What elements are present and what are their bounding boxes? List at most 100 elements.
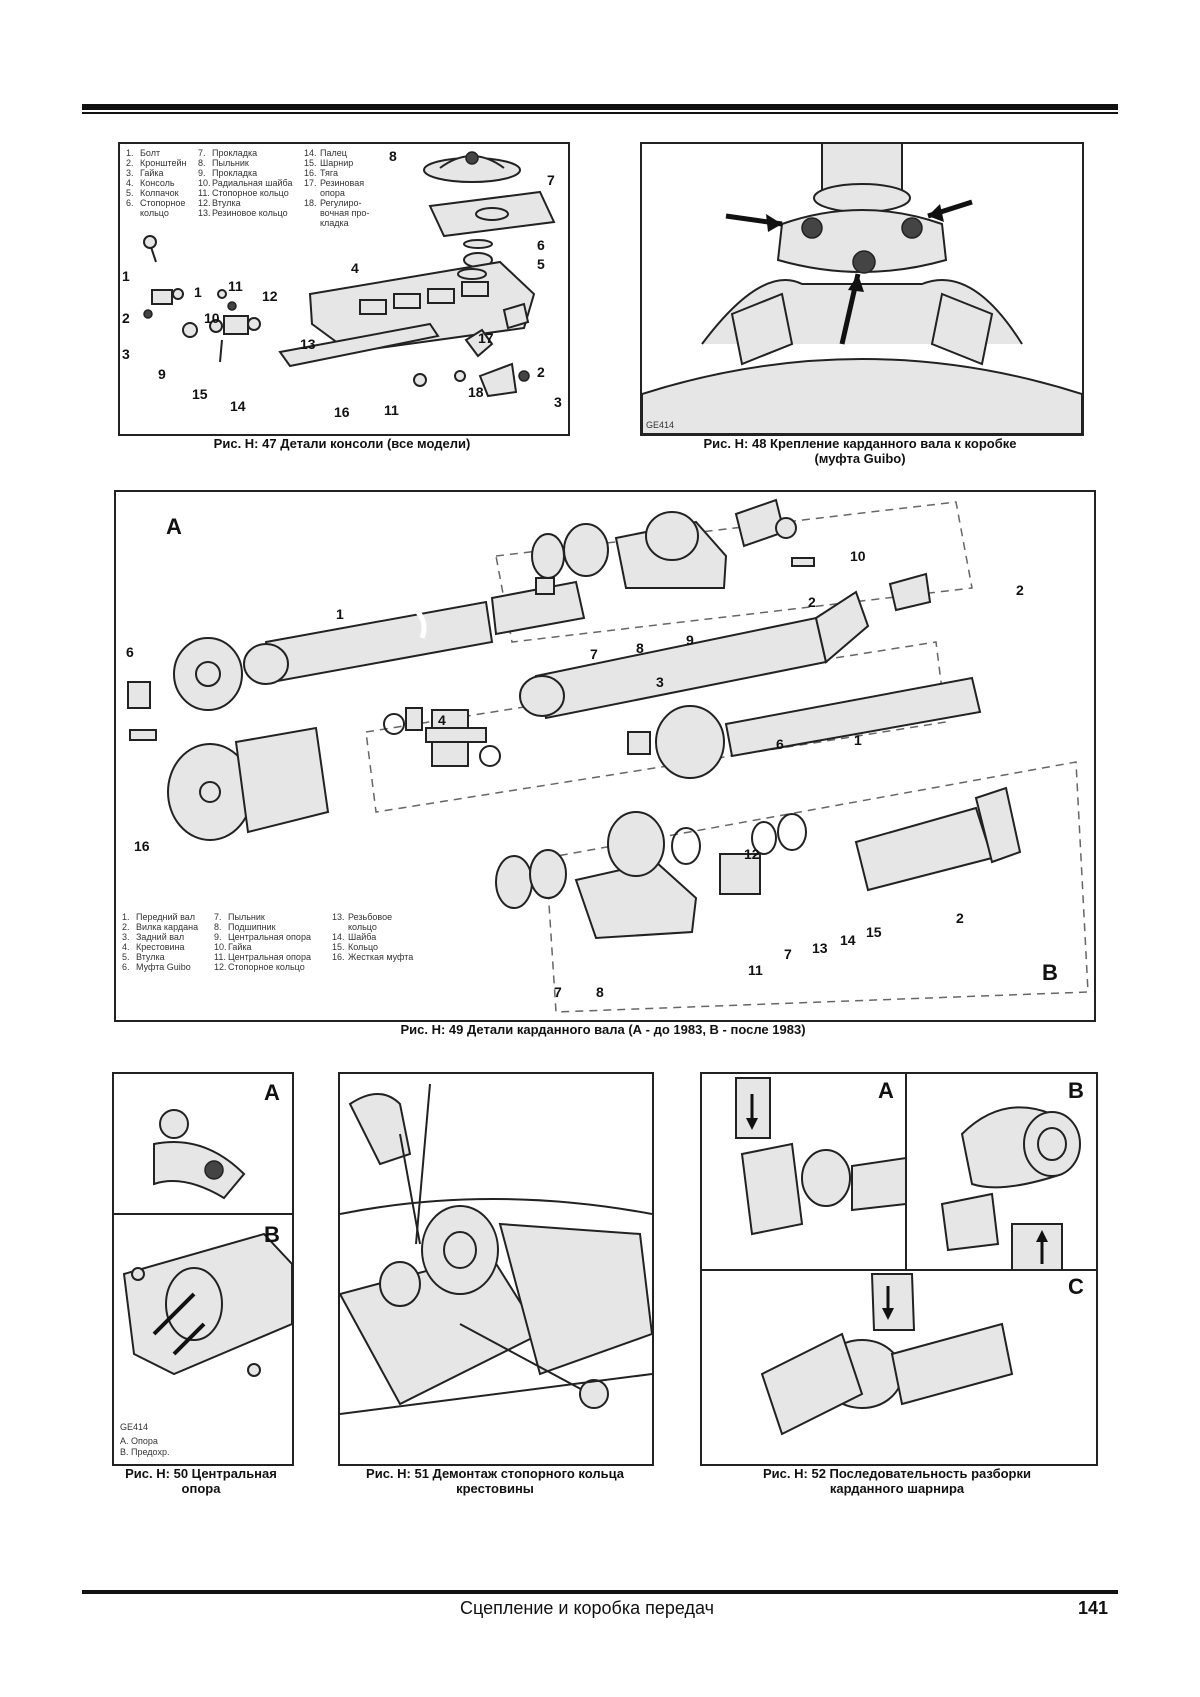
legend-text: Шарнир bbox=[320, 158, 354, 168]
legend-number: 1. bbox=[126, 148, 134, 158]
fig47-label-3b: 3 bbox=[554, 394, 562, 410]
legend-number: 5. bbox=[122, 952, 130, 962]
legend-number: 11. bbox=[214, 952, 226, 962]
legend-text: Колпачок bbox=[140, 188, 179, 198]
fig49-label-3: 3 bbox=[656, 674, 664, 690]
legend-number: 16. bbox=[332, 952, 345, 962]
top-rule bbox=[82, 104, 1118, 110]
fig50-legend-a: A. Опора bbox=[120, 1436, 158, 1446]
legend-number: 5. bbox=[126, 188, 134, 198]
legend-text: Подшипник bbox=[228, 922, 276, 932]
legend-text: Болт bbox=[140, 148, 161, 158]
bottom-rule bbox=[82, 1590, 1118, 1594]
fig49-label-13: 13 bbox=[812, 940, 828, 956]
legend-text: Прокладка bbox=[212, 168, 258, 178]
fig49-label-7c: 7 bbox=[554, 984, 562, 1000]
fig50-legend-b: B. Предохр. bbox=[120, 1447, 170, 1457]
legend-number: 8. bbox=[214, 922, 222, 932]
fig52-caption-line2: карданного шарнира bbox=[829, 1481, 965, 1496]
legend-number: 17. bbox=[304, 178, 317, 188]
legend-text: Муфта Guibo bbox=[136, 962, 191, 972]
fig47-label-4: 4 bbox=[351, 260, 359, 276]
page-number: 141 bbox=[1078, 1598, 1109, 1618]
fig49-label-11: 11 bbox=[748, 962, 763, 978]
legend-text: опора bbox=[320, 188, 345, 198]
fig48-caption-line2: (муфта Guibo) bbox=[814, 451, 906, 466]
legend-text: Втулка bbox=[212, 198, 241, 208]
fig47-label-3: 3 bbox=[122, 346, 130, 362]
legend-text: Регулиро- bbox=[320, 198, 362, 208]
figure-51 bbox=[338, 1072, 654, 1466]
fig47-label-10: 10 bbox=[204, 310, 220, 326]
fig49-label-10a: 10 bbox=[850, 548, 866, 564]
legend-text: Кронштейн bbox=[140, 158, 187, 168]
fig48-code: GE414 bbox=[646, 420, 675, 430]
fig49-label-8a: 8 bbox=[636, 640, 644, 656]
legend-text: Тяга bbox=[320, 168, 338, 178]
legend-number: 18. bbox=[304, 198, 317, 208]
legend-row: кладка bbox=[126, 218, 380, 228]
legend-text: Палец bbox=[320, 148, 347, 158]
fig52-letter-b: B bbox=[1068, 1078, 1084, 1103]
legend-text: Кольцо bbox=[348, 942, 379, 952]
fig47-label-2: 2 bbox=[122, 310, 130, 326]
fig47-label-13: 13 bbox=[300, 336, 316, 352]
fig49-label-14: 14 bbox=[840, 932, 856, 948]
legend-number: 6. bbox=[122, 962, 130, 972]
fig50-letter-a: A bbox=[264, 1080, 280, 1105]
fig48-drawing bbox=[642, 144, 1082, 434]
fig47-label-5: 5 bbox=[537, 256, 545, 272]
fig47-label-18: 18 bbox=[468, 384, 484, 400]
fig47-label-16: 16 bbox=[334, 404, 350, 420]
legend-number: 13. bbox=[332, 912, 345, 922]
figure-50: A B GE414 A. Опора B. Предохр. bbox=[112, 1072, 294, 1466]
fig49-label-1b: 1 bbox=[854, 732, 862, 748]
legend-number: 1. bbox=[122, 912, 130, 922]
legend-row: 5. Колпачок 11.Стопорное кольцо опора bbox=[126, 188, 380, 198]
fig50-letter-b: B bbox=[264, 1222, 280, 1247]
legend-number: 7. bbox=[214, 912, 222, 922]
legend-text: Стопорное кольцо bbox=[212, 188, 289, 198]
fig47-label-8: 8 bbox=[389, 148, 397, 164]
fig51-drawing bbox=[340, 1083, 652, 1415]
legend-text: кольцо bbox=[140, 208, 169, 218]
fig49-letter-a: A bbox=[166, 514, 182, 539]
legend-text: Резиновое кольцо bbox=[212, 208, 288, 218]
fig49-label-16: 16 bbox=[134, 838, 150, 854]
legend-number: 7. bbox=[198, 148, 206, 158]
legend-text: Гайка bbox=[140, 168, 164, 178]
fig47-drawing bbox=[143, 151, 556, 398]
legend-number: 11. bbox=[198, 188, 210, 198]
fig49-label-1a: 1 bbox=[336, 606, 344, 622]
fig47-label-9: 9 bbox=[158, 366, 166, 382]
legend-number: 13. bbox=[198, 208, 211, 218]
legend-text: Вилка кардана bbox=[136, 922, 199, 932]
legend-text: Центральная опора bbox=[228, 932, 311, 942]
legend-number: 12. bbox=[214, 962, 227, 972]
fig49-label-15: 15 bbox=[866, 924, 882, 940]
legend-text: кладка bbox=[320, 218, 349, 228]
legend-text: Передний вал bbox=[136, 912, 196, 922]
legend-number: 10. bbox=[214, 942, 227, 952]
fig52-letter-a: A bbox=[878, 1078, 894, 1103]
legend-text: Центральная опора bbox=[228, 952, 311, 962]
fig52-caption-line1: Рис. Н: 52 Последовательность разборки bbox=[763, 1466, 1031, 1481]
fig47-label-1b: 1 bbox=[194, 284, 202, 300]
fig49-label-6a: 6 bbox=[126, 644, 134, 660]
legend-number: 16. bbox=[304, 168, 317, 178]
legend-number: 9. bbox=[198, 168, 206, 178]
fig47-label-11b: 11 bbox=[384, 402, 399, 418]
fig49-letter-b: B bbox=[1042, 960, 1058, 985]
fig49-label-2b: 2 bbox=[956, 910, 964, 926]
